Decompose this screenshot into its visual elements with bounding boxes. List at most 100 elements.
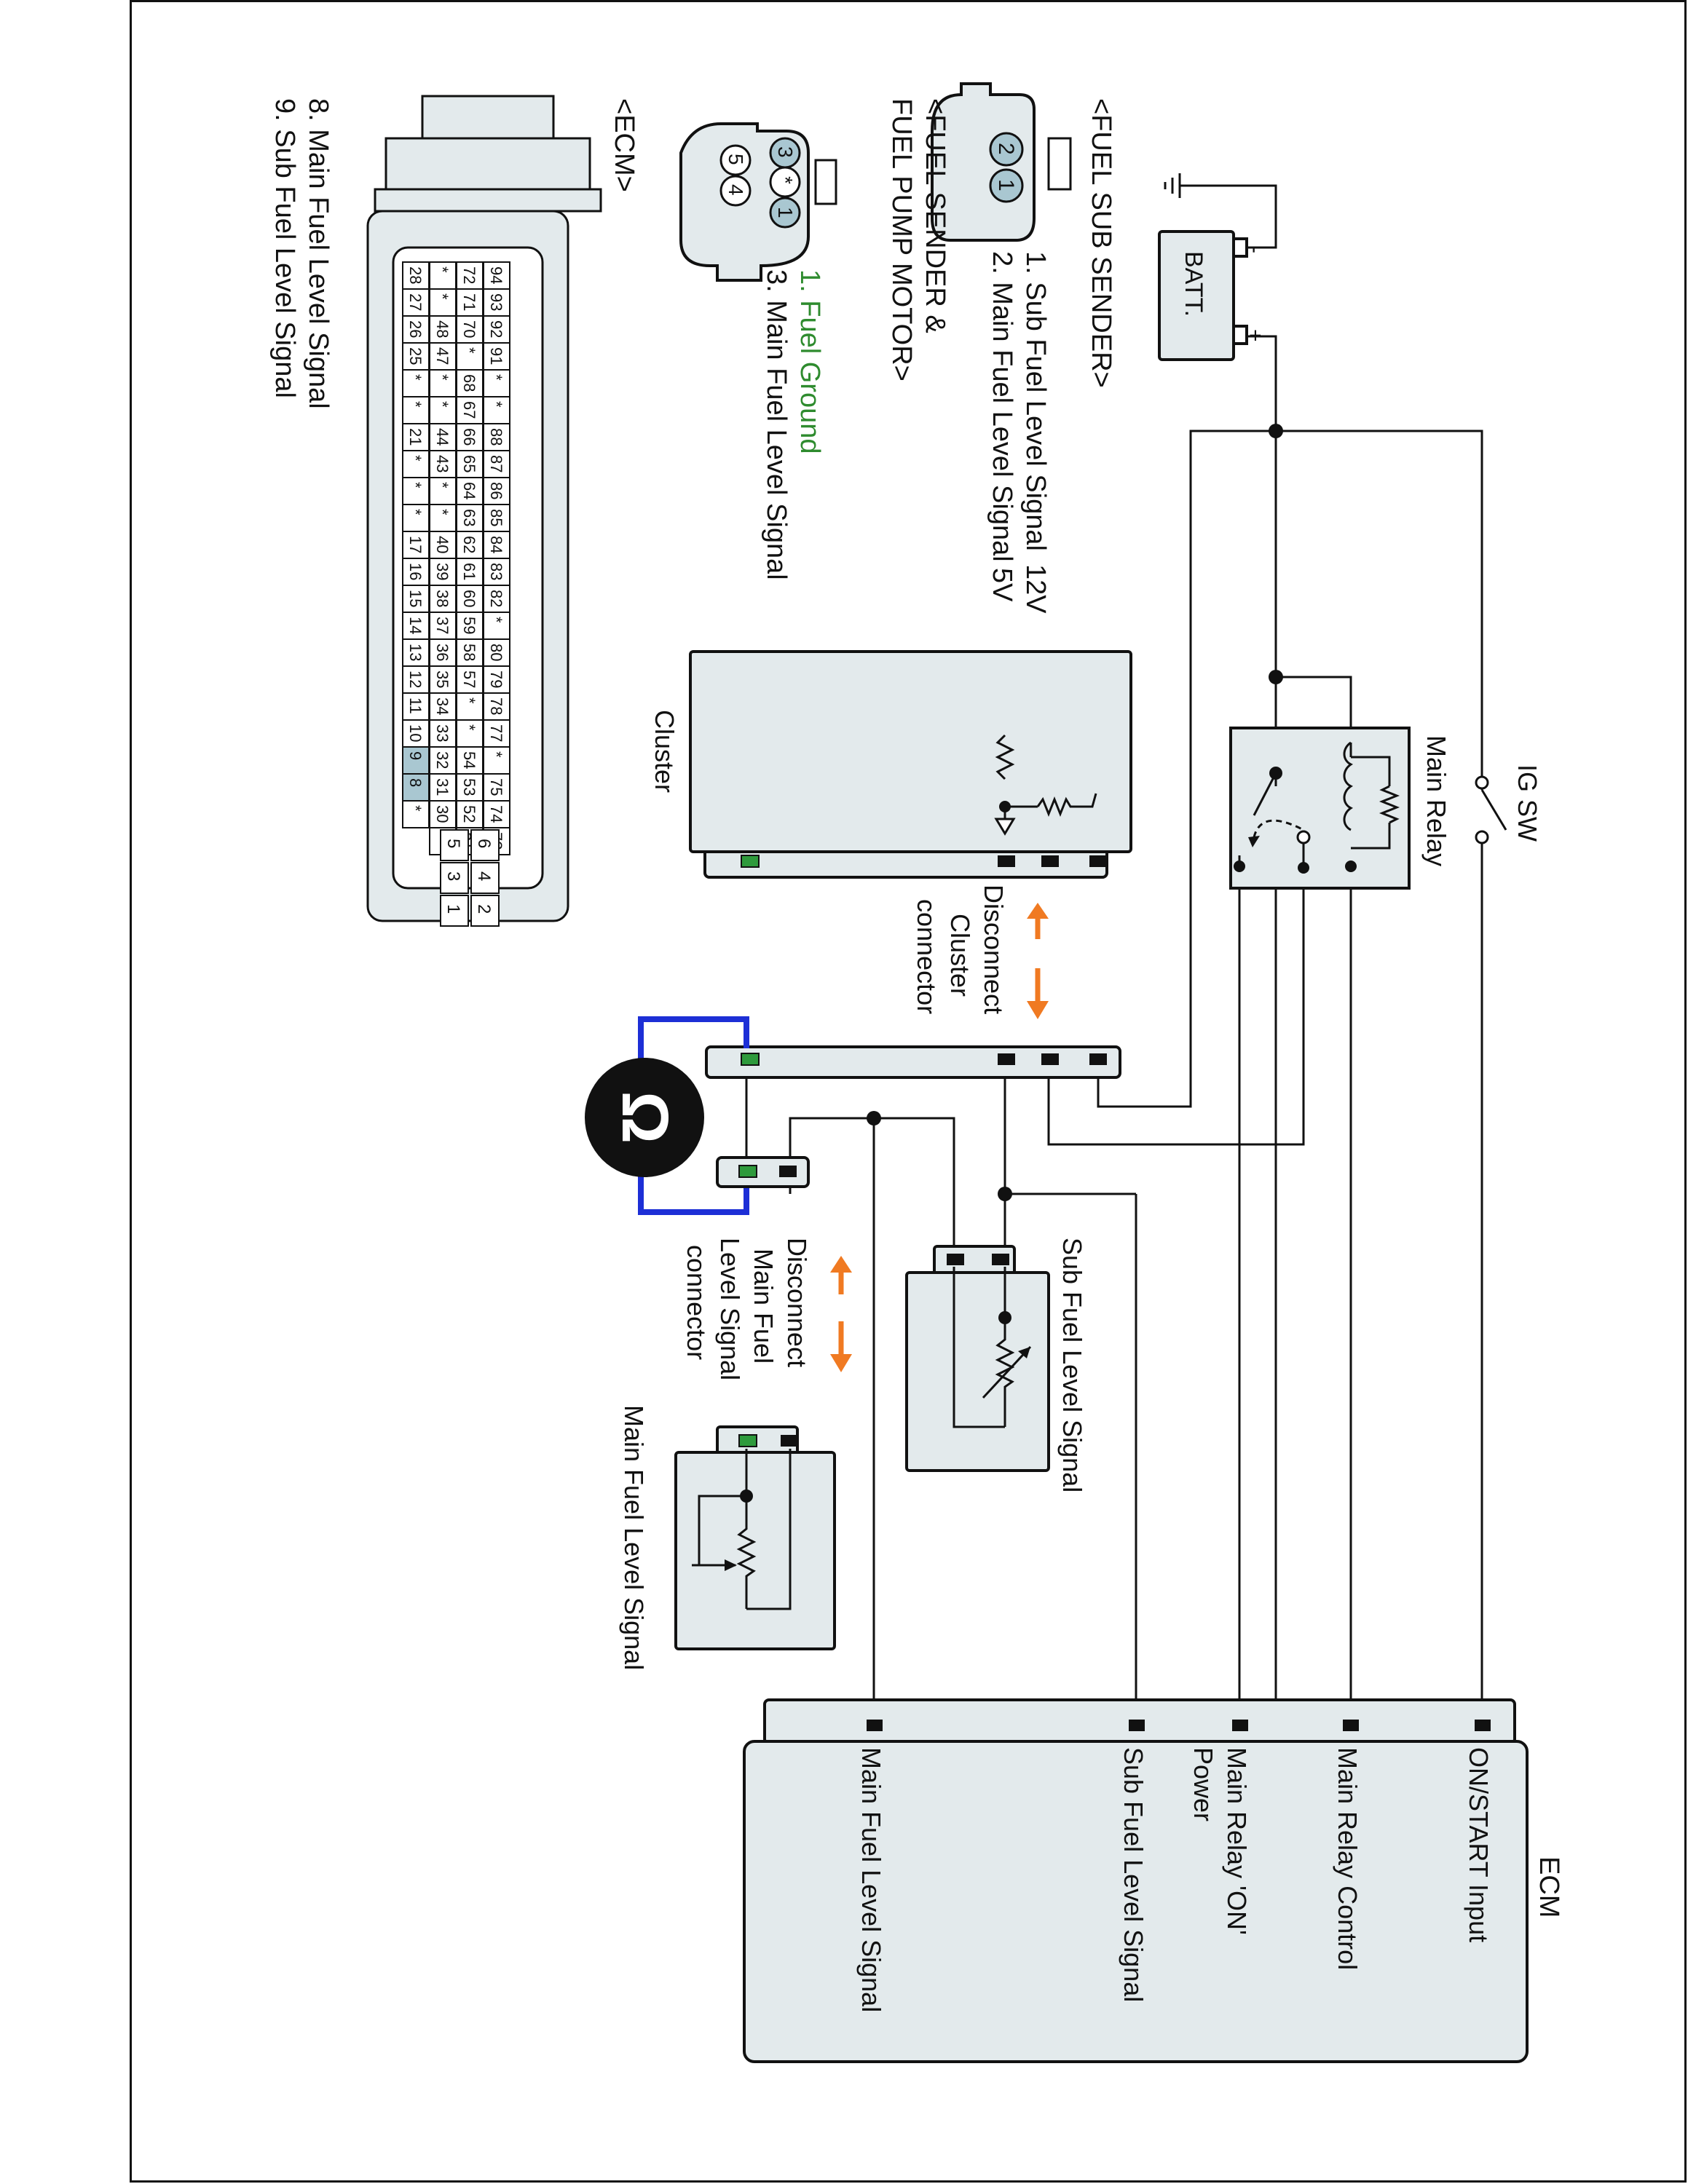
ecm-pin-cell (429, 773, 457, 802)
disconnect-cluster-line-1: Disconnect (979, 885, 1009, 1014)
ecm-pin-label: * (487, 751, 505, 758)
pump-pin-4: 4 (725, 184, 747, 196)
ecm-legend-title: <ECM> (609, 98, 639, 192)
ecm-pin-label: 61 (460, 563, 478, 580)
disconnect-main-line-3: Level Signal (715, 1238, 745, 1380)
ecm-pin-cell (483, 531, 510, 559)
ecm-pin-label: 25 (406, 347, 425, 365)
ecm-pin-label: 58 (460, 644, 478, 661)
ecm-pin-cell (402, 531, 430, 559)
ecm-pin-label: 11 (406, 697, 425, 714)
ecm-pin-cell (483, 369, 510, 397)
ecm-pin-label: 28 (406, 266, 425, 284)
ecm-pin-cell (402, 369, 430, 397)
ecm-small-pin-label: 6 (474, 839, 494, 848)
ecm-pin-label: 39 (433, 563, 451, 580)
ecm-pin-label: 17 (406, 536, 425, 553)
ecm-pin-label: 34 (433, 697, 451, 715)
ecm-pin-main-relay-on-line-1: Main Relay 'ON' (1222, 1747, 1252, 1935)
ecm-pin-label: 35 (433, 670, 451, 688)
cluster-label: Cluster (650, 710, 679, 793)
pump-legend-title-2: FUEL PUMP MOTOR> (886, 98, 917, 381)
ecm-pin-cell (456, 369, 484, 397)
ecm-pin-label: 26 (406, 320, 425, 338)
ecm-small-pin-label: 1 (443, 904, 463, 914)
disconnect-main-line-1: Disconnect (782, 1238, 812, 1367)
ecm-pin-grid: 94939291**88878685848382*80797877*757473… (402, 261, 510, 855)
ecm-pin-cell (483, 342, 510, 371)
sub-fuel-sender: Sub Fuel Level Signal (905, 1238, 1087, 1492)
ecm-pin-label: 88 (487, 428, 505, 446)
ecm-pin-label: 74 (487, 805, 505, 823)
ecm-pin-cell (456, 800, 484, 828)
ecm-pin-cell (402, 396, 430, 424)
ecm-small-pin-cell (470, 895, 500, 927)
ecm-pin-label: 94 (487, 266, 505, 284)
ecm-pin-main-relay-control: Main Relay Control (1333, 1747, 1362, 1970)
ecm-pin-label: * (406, 401, 425, 408)
ecm-small-pin-cell (440, 862, 469, 894)
sub-sender-title: Sub Fuel Level Signal (1057, 1238, 1087, 1492)
disconnect-main-arrows: Disconnect Main Fuel Level Signal connec… (682, 1238, 852, 1380)
ecm-pin-cell (483, 504, 510, 532)
ecm-pin-label: 86 (487, 482, 505, 499)
ecm-pin-label: 62 (460, 536, 478, 553)
ecm-pin-cell (483, 450, 510, 478)
ecm-pin-label: * (460, 697, 478, 704)
pump-legend-title-1: <FUEL SENDER & (920, 98, 950, 333)
ecm-pin-cell (402, 450, 430, 478)
ecm-pin-label: 72 (460, 266, 478, 284)
ecm-pin-label: 13 (406, 644, 425, 661)
ecm-legend-item-8: 8. Main Fuel Level Signal (303, 98, 334, 409)
ig-switch: IG SW (1475, 764, 1542, 844)
ecm-pin-on-start-input: ON/START Input (1464, 1747, 1494, 1942)
ecm-pin-label: 67 (460, 401, 478, 419)
ecm-pin-label: 27 (406, 293, 425, 311)
ecm-pin-label: * (406, 805, 425, 812)
ground-icon (1164, 173, 1181, 198)
ecm-pin-label: 32 (433, 751, 451, 769)
ecm-pin-label: 60 (460, 590, 478, 607)
sub-sender-pin-2: 2 (994, 143, 1018, 155)
ecm-pin-label: 33 (433, 724, 451, 742)
sub-sender-legend-item-2: 2. Main Fuel Level Signal (987, 251, 1017, 562)
ecm-pin-label: * (406, 509, 425, 515)
ecm-pin-cell (402, 692, 430, 721)
ecm-pin-label: * (487, 401, 505, 408)
ecm-pin-cell (402, 665, 430, 694)
ecm-pin-label: 66 (460, 428, 478, 446)
disconnect-main-line-2: Main Fuel (749, 1249, 778, 1364)
pump-pin-5: 5 (725, 154, 747, 165)
ecm-pin-label: * (460, 724, 478, 731)
main-sender-title: Main Fuel Level Signal (619, 1405, 649, 1670)
ecm-pin-label: 68 (460, 374, 478, 392)
ecm-small-pin-cell (470, 829, 500, 861)
ecm-pin-cell (456, 396, 484, 424)
ecm-pin-cell (402, 746, 430, 775)
ecm-pin-label: 38 (433, 590, 451, 607)
ecm-pin-label: 14 (406, 617, 425, 634)
ecm-pin-label: 53 (460, 778, 478, 796)
ecm-pin-label: * (433, 509, 451, 515)
ecm-pin-label: 70 (460, 320, 478, 338)
ecm-small-pin-label: 4 (474, 871, 494, 881)
ecm-pin-cell (402, 800, 430, 828)
battery-plus-terminal (1232, 325, 1248, 345)
ecm-pin-label: 44 (433, 428, 451, 446)
ecm-pin-label: 47 (433, 347, 451, 365)
ecm-pin-label: 37 (433, 617, 451, 634)
ecm-pin-label: 15 (406, 590, 425, 607)
disconnect-main-line-4: connector (682, 1245, 711, 1360)
ecm-pin-cell (402, 612, 430, 640)
sub-sender-legend-title: <FUEL SUB SENDER> (1086, 98, 1116, 388)
ecm-pin-label: * (433, 266, 451, 273)
legend-ecm-connector: <ECM> 8. Main Fuel Level Signal 9. Sub F… (269, 95, 639, 927)
ecm-small-pin-label: 5 (443, 839, 463, 848)
ecm-title: ECM (1534, 1856, 1564, 1918)
battery-minus-terminal (1232, 237, 1248, 258)
ecm-pin-cell (429, 612, 457, 640)
legend-fuel-sender-pump: 3 * 1 5 4 <FUEL SENDER & FUEL PUMP MOTOR… (679, 98, 950, 580)
ecm-pin-cell (402, 638, 430, 667)
ecm-pin-cell (456, 477, 484, 505)
